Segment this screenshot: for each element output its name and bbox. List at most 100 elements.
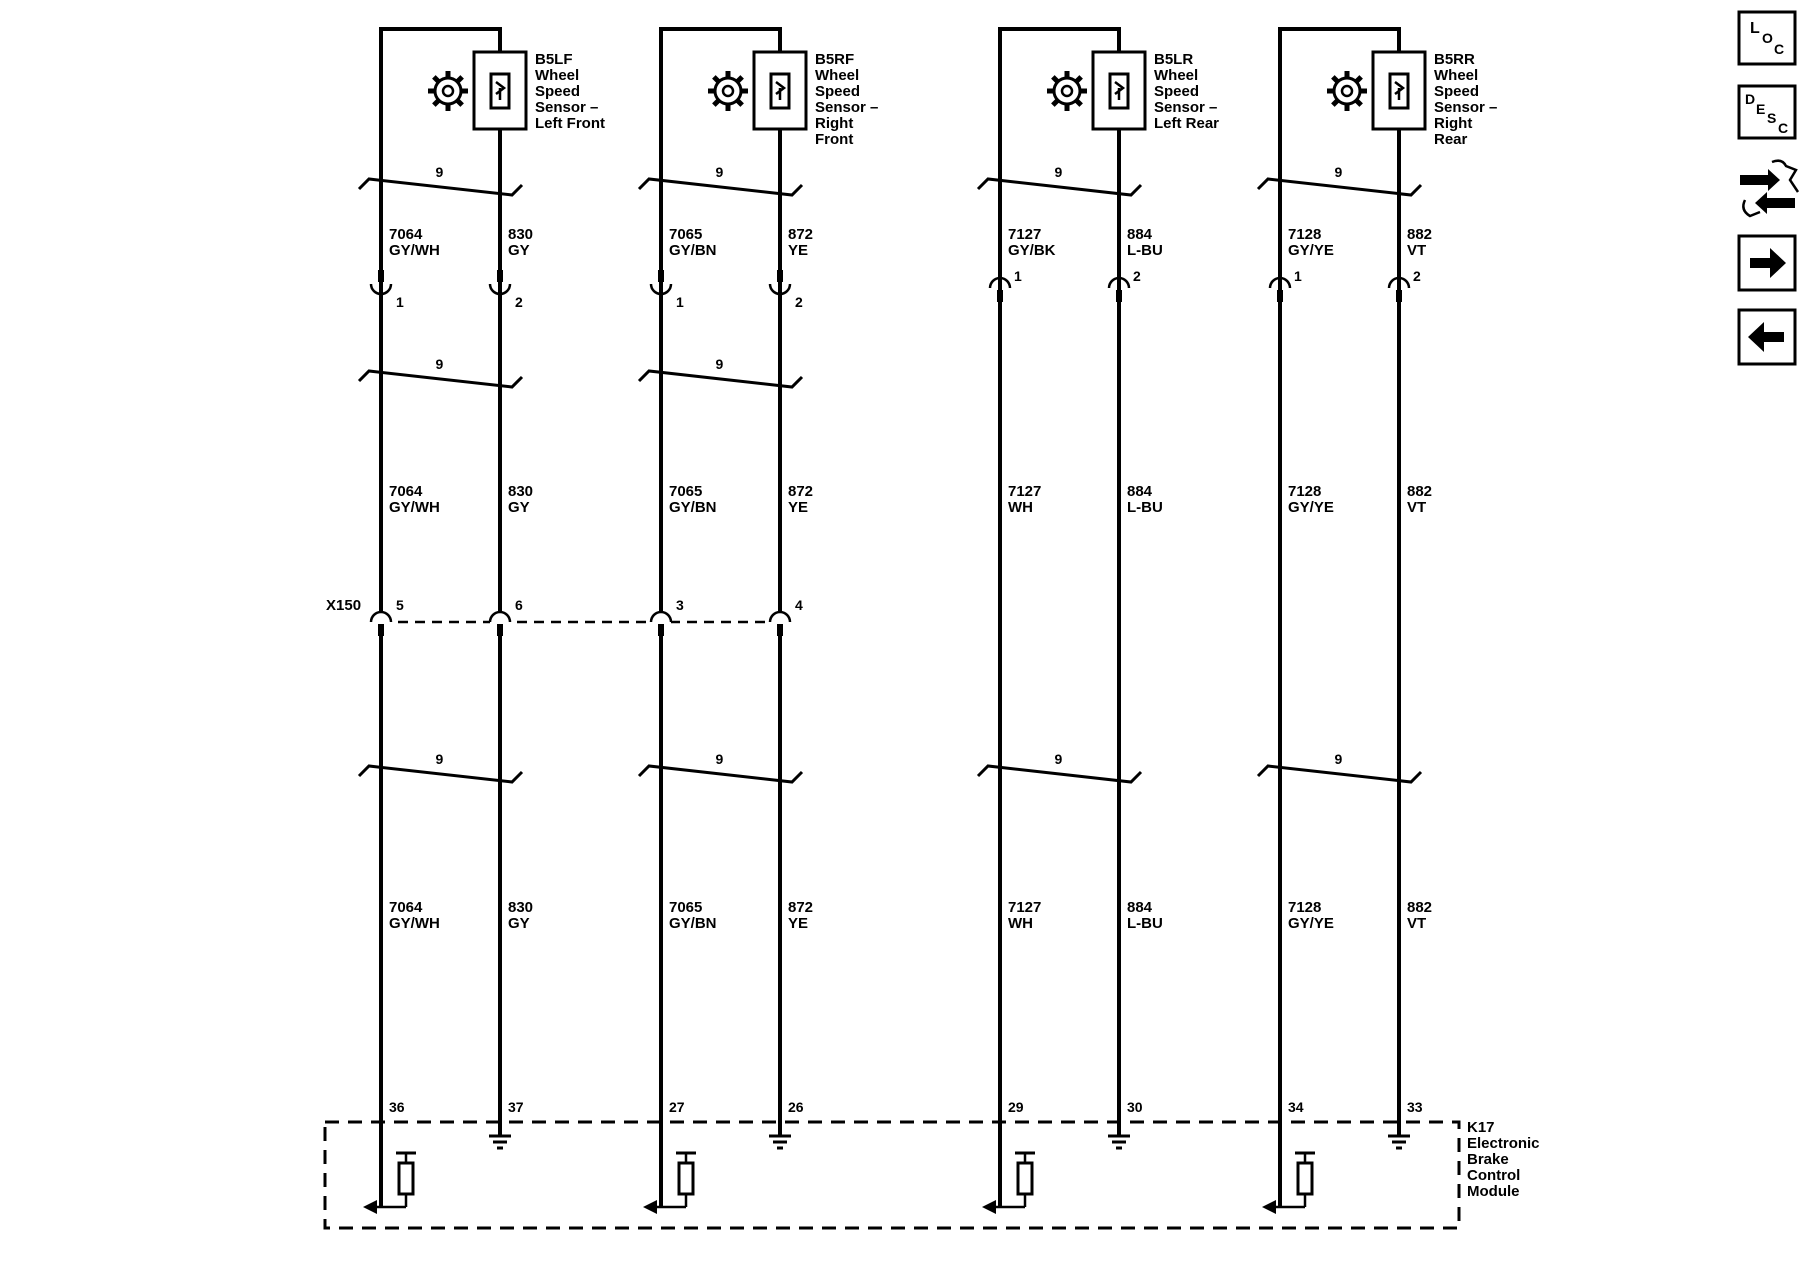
description-icon-letter-c: C bbox=[1778, 120, 1788, 136]
sensor-id: B5LR bbox=[1154, 51, 1193, 68]
description-icon-letter-d: D bbox=[1745, 91, 1755, 107]
gear-icon bbox=[1327, 71, 1367, 111]
sensor-connector-pin: 2 bbox=[795, 294, 803, 310]
connector-female-cup bbox=[768, 283, 792, 296]
middle-wire-label-circuit: 7064 bbox=[389, 483, 423, 500]
ground-icon bbox=[1108, 1120, 1130, 1150]
inline-connector-pin-number: 4 bbox=[795, 597, 803, 613]
next-page-button[interactable] bbox=[1737, 234, 1797, 292]
sensor-connector-pin: 2 bbox=[1133, 268, 1141, 284]
pullup-resistor bbox=[1296, 1161, 1314, 1196]
twisted-pair-label: 9 bbox=[716, 751, 724, 767]
module-pin-number: 27 bbox=[669, 1099, 685, 1115]
connector-male-pin bbox=[658, 270, 664, 282]
sensor-name-line: Speed bbox=[815, 83, 860, 100]
sensor-connector-pin: 2 bbox=[1413, 268, 1421, 284]
sensor-name-line: Sensor – bbox=[1434, 99, 1497, 116]
twisted-pair-mark bbox=[976, 177, 1143, 197]
bottom-wire-label-circuit: 7127 bbox=[1008, 899, 1041, 916]
connector-female-cup bbox=[1387, 276, 1411, 289]
middle-wire-label-circuit: 882 bbox=[1407, 483, 1432, 500]
middle-wire-label-circuit: 830 bbox=[508, 483, 533, 500]
top-wire-label-circuit: 7127 bbox=[1008, 226, 1041, 243]
middle-wire-label-color: WH bbox=[1008, 499, 1033, 516]
sensor-name-line: Right bbox=[1434, 115, 1472, 132]
sensor-name-line: Speed bbox=[535, 83, 580, 100]
top-wire-label-color: YE bbox=[788, 242, 808, 259]
hall-element-mark bbox=[495, 81, 507, 100]
hall-element-mark bbox=[1114, 81, 1126, 100]
middle-wire-label-color: YE bbox=[788, 499, 808, 516]
next-arrow-icon bbox=[1750, 248, 1786, 278]
signal-arrow-icon bbox=[643, 1200, 657, 1214]
twisted-pair-label: 9 bbox=[716, 356, 724, 372]
twisted-pair-mark bbox=[637, 764, 804, 784]
module-name-line: Electronic bbox=[1467, 1135, 1540, 1152]
location-icon-letter-c: C bbox=[1774, 41, 1784, 57]
middle-wire-label-color: GY/WH bbox=[389, 499, 440, 516]
bottom-wire-label-circuit: 7064 bbox=[389, 899, 423, 916]
sensor-name-line: Wheel bbox=[815, 67, 859, 84]
bottom-wire-label-circuit: 7065 bbox=[669, 899, 702, 916]
sensor-loop-wire bbox=[1278, 27, 1401, 1120]
twisted-pair-label: 9 bbox=[436, 356, 444, 372]
inline-connector-cup bbox=[369, 610, 393, 623]
location-button[interactable]: L O C bbox=[1737, 10, 1797, 66]
connector-tool-button[interactable] bbox=[1740, 159, 1800, 218]
twisted-pair-mark bbox=[357, 177, 524, 197]
connector-female-cup bbox=[488, 283, 512, 296]
inline-connector-gap bbox=[770, 611, 790, 633]
sensor-name-line: Right bbox=[815, 115, 853, 132]
sensor-connector-pin: 1 bbox=[676, 294, 684, 310]
middle-wire-label-circuit: 7127 bbox=[1008, 483, 1041, 500]
middle-wire-label-color: VT bbox=[1407, 499, 1426, 516]
sensor-name-line: Sensor – bbox=[1154, 99, 1217, 116]
sensor-id: B5LF bbox=[535, 51, 573, 68]
connector-male-pin bbox=[1116, 290, 1122, 302]
connector-female-cup bbox=[649, 283, 673, 296]
sensor-connector-pin: 2 bbox=[515, 294, 523, 310]
wires-layer bbox=[323, 27, 1461, 1230]
gear-icon bbox=[1047, 71, 1087, 111]
bottom-wire-label-circuit: 884 bbox=[1127, 899, 1153, 916]
gear-hub bbox=[721, 84, 735, 98]
twisted-pair-label: 9 bbox=[1335, 751, 1343, 767]
inline-connector-pin-number: 6 bbox=[515, 597, 523, 613]
top-wire-label-color: VT bbox=[1407, 242, 1426, 259]
pullup-resistor bbox=[677, 1161, 695, 1196]
description-icon-letter-e: E bbox=[1756, 101, 1765, 117]
top-wire-label-circuit: 882 bbox=[1407, 226, 1432, 243]
twisted-pair-label: 9 bbox=[436, 751, 444, 767]
previous-page-button[interactable] bbox=[1737, 308, 1797, 366]
bottom-wire-label-circuit: 882 bbox=[1407, 899, 1432, 916]
twisted-pair-mark bbox=[1256, 764, 1423, 784]
module-pin-number: 26 bbox=[788, 1099, 804, 1115]
inline-connector-cup bbox=[768, 610, 792, 623]
signal-arrow-icon bbox=[363, 1200, 377, 1214]
middle-wire-label-color: GY bbox=[508, 499, 530, 516]
connector-male-pin bbox=[997, 290, 1003, 302]
sensor-id: B5RR bbox=[1434, 51, 1475, 68]
inline-connector-id: X150 bbox=[326, 597, 361, 614]
bottom-wire-label-color: GY/WH bbox=[389, 915, 440, 932]
connector-male-pin bbox=[378, 270, 384, 282]
twisted-pair-mark bbox=[1256, 177, 1423, 197]
connector-female-cup bbox=[369, 283, 393, 296]
module-pin-number: 30 bbox=[1127, 1099, 1143, 1115]
twisted-pair-label: 9 bbox=[1335, 164, 1343, 180]
sensor-name-line: Rear bbox=[1434, 131, 1468, 148]
sensor-loop-wire bbox=[379, 27, 502, 1120]
ground-icon bbox=[1388, 1120, 1410, 1150]
module-pin-number: 37 bbox=[508, 1099, 524, 1115]
sensor-connector-pin: 1 bbox=[1014, 268, 1022, 284]
gear-icon bbox=[428, 71, 468, 111]
bottom-wire-label-color: GY bbox=[508, 915, 530, 932]
description-button[interactable]: D E S C bbox=[1737, 84, 1797, 140]
location-icon-letter-l: L bbox=[1750, 20, 1760, 37]
bottom-wire-label-color: YE bbox=[788, 915, 808, 932]
middle-wire-label-circuit: 7065 bbox=[669, 483, 702, 500]
hall-element-mark bbox=[775, 81, 787, 100]
twisted-pair-mark bbox=[357, 369, 524, 389]
twisted-pair-label: 9 bbox=[1055, 751, 1063, 767]
